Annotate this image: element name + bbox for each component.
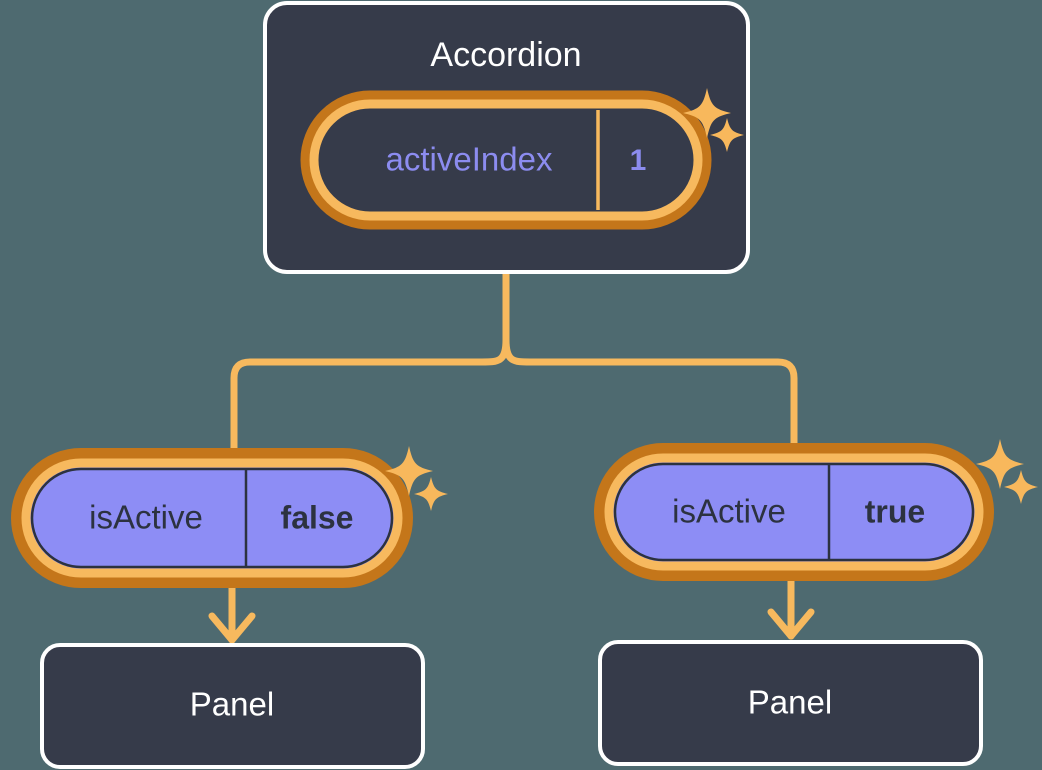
connector-accordion-to-left bbox=[230, 336, 510, 460]
connector-group bbox=[208, 268, 815, 644]
sparkle-icon-small bbox=[414, 477, 448, 511]
sparkle-icon-small bbox=[1004, 470, 1038, 504]
connector-accordion-to-right bbox=[502, 336, 798, 460]
sparkle-icon-large bbox=[683, 88, 731, 138]
node-accordion[interactable]: Accordion activeIndex 1 bbox=[263, 1, 750, 274]
panel-right-card-body bbox=[598, 640, 983, 766]
accordion-prop-key: activeIndex bbox=[386, 141, 553, 178]
right-sparkle-group bbox=[976, 439, 1038, 504]
left-prop-key: isActive bbox=[89, 499, 203, 536]
sparkle-icon-large bbox=[976, 439, 1024, 489]
node-branch-left-pill[interactable]: isActive false bbox=[11, 446, 448, 588]
accordion-title: Accordion bbox=[430, 36, 581, 74]
sparkle-icon-large bbox=[385, 446, 433, 496]
panel-right-title: Panel bbox=[748, 684, 832, 721]
panel-left-card-body bbox=[40, 643, 425, 769]
right-pill-ring-outer bbox=[594, 443, 994, 581]
accordion-pill-ring-inner bbox=[309, 99, 703, 221]
sparkle-icon-small bbox=[710, 118, 744, 152]
panel-left-title: Panel bbox=[190, 686, 274, 723]
accordion-sparkle-group bbox=[683, 88, 744, 152]
right-prop-key: isActive bbox=[672, 493, 786, 530]
node-panel-left[interactable]: Panel bbox=[40, 643, 425, 769]
left-pill-ring-outer bbox=[11, 448, 413, 588]
right-prop-value: true bbox=[865, 493, 925, 529]
accordion-pill-ring-outer bbox=[300, 90, 712, 230]
right-pill-inner-edge bbox=[613, 462, 975, 562]
accordion-prop-value: 1 bbox=[630, 144, 647, 177]
left-prop-value: false bbox=[281, 499, 354, 535]
arrowhead-left-panel bbox=[208, 612, 256, 644]
left-sparkle-group bbox=[385, 446, 448, 511]
accordion-prop-pill[interactable]: activeIndex 1 bbox=[300, 90, 712, 230]
arrowhead-right-panel bbox=[767, 608, 815, 640]
node-branch-right-pill[interactable]: isActive true bbox=[594, 439, 1038, 581]
left-pill-inner-edge bbox=[30, 467, 394, 569]
node-panel-right[interactable]: Panel bbox=[598, 640, 983, 766]
